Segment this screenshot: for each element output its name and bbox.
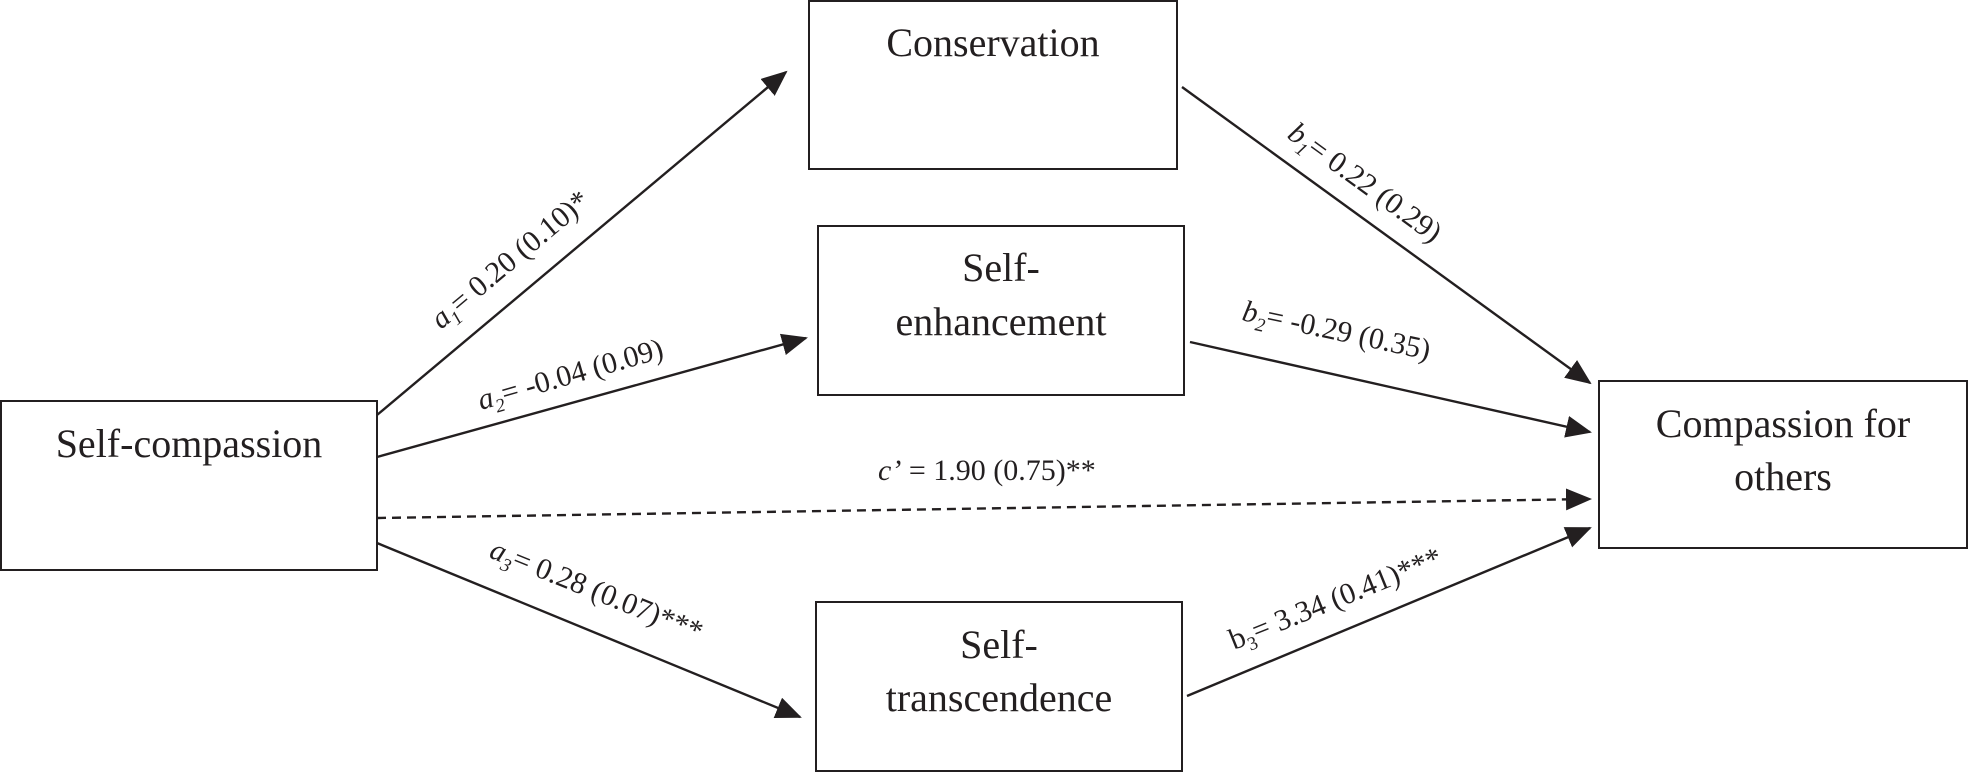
node-label: Conservation (886, 20, 1099, 65)
node-label: others (1734, 454, 1832, 499)
edge-a3 (376, 541, 802, 719)
node-label: Self-compassion (56, 421, 323, 466)
path-label-b1: b1= 0.22 (0.29) (1279, 116, 1448, 253)
node-self-enhancement: Self- enhancement (817, 225, 1185, 396)
node-label: Self- (960, 622, 1038, 667)
node-self-compassion: Self-compassion (0, 400, 378, 571)
node-conservation: Conservation (808, 0, 1178, 170)
node-compassion-for-others: Compassion for others (1598, 380, 1968, 549)
path-label-a2: a2= -0.04 (0.09) (474, 332, 668, 421)
edge-b1 (1181, 86, 1592, 385)
edge-a1 (376, 70, 788, 416)
path-label-c-prime: c’ = 1.90 (0.75)** (878, 454, 1096, 487)
node-self-transcendence: Self- transcendence (815, 601, 1183, 772)
node-label: Compassion for (1656, 401, 1910, 446)
edge-b2 (1189, 340, 1592, 438)
node-label: transcendence (886, 675, 1113, 720)
edge-c-prime (376, 488, 1592, 520)
path-label-a3: a3= 0.28 (0.07)*** (484, 533, 708, 653)
edge-b3 (1186, 526, 1592, 698)
path-label-a1: a1= 0.20 (0.10)* (424, 184, 599, 339)
edge-a2 (376, 333, 808, 459)
node-label: Self- (962, 245, 1040, 290)
node-label: enhancement (896, 299, 1107, 344)
